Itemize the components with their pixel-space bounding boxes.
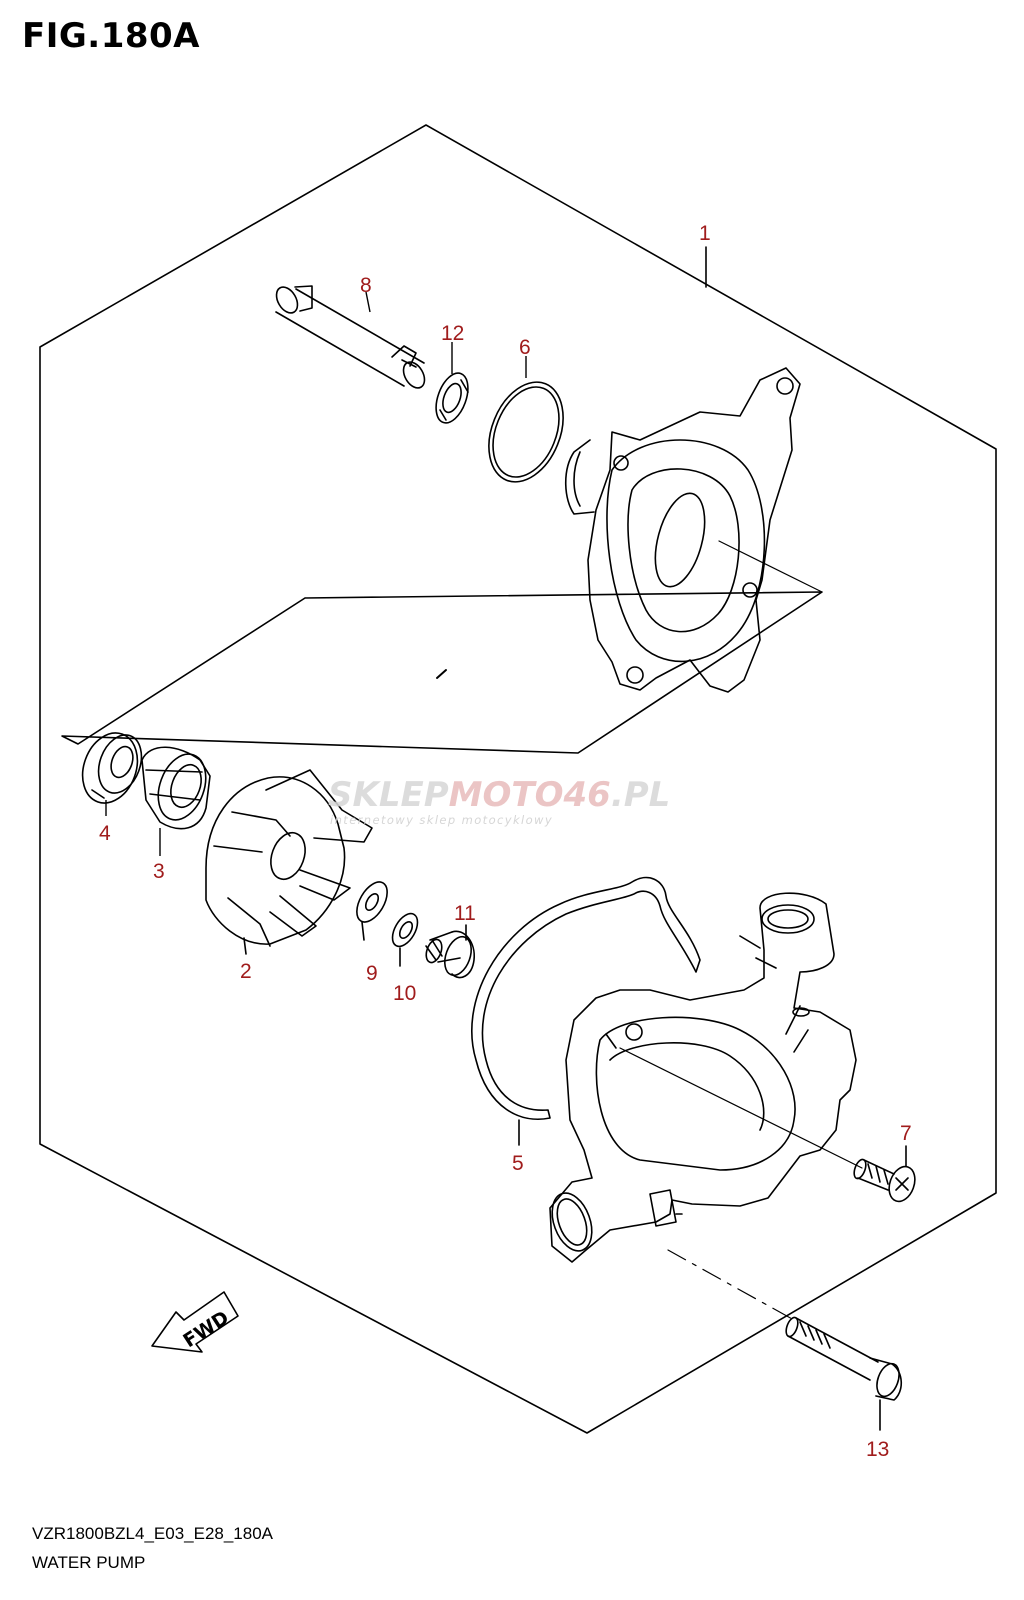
watermark-part2: MOTO — [449, 775, 564, 815]
callout-part-8: 8 — [360, 274, 372, 297]
figure-code: VZR1800BZL4_E03_E28_180A — [32, 1524, 274, 1543]
callout-part-3: 3 — [153, 860, 165, 883]
pump-housing — [549, 892, 863, 1321]
callout-part-9: 9 — [366, 962, 378, 985]
callout-part-12: 12 — [441, 322, 464, 345]
bolt-part-13 — [785, 1316, 903, 1431]
washer-part-10 — [391, 912, 419, 967]
watermark-part3: 46 — [563, 775, 611, 815]
watermark: SKLEPMOTO46.PL internetowy sklep motocyk… — [328, 775, 670, 827]
bolt-part-11 — [425, 924, 475, 979]
callout-part-11: 11 — [454, 902, 476, 925]
bearing-part-4 — [81, 732, 143, 804]
shaft-part — [275, 285, 426, 389]
bolt-part-7 — [853, 1145, 916, 1203]
cover-outline — [61, 591, 823, 754]
callout-part-6: 6 — [519, 336, 531, 359]
assembly-outline — [39, 124, 997, 1434]
washer-part-9 — [356, 881, 388, 941]
figure-title: FIG.180A — [22, 16, 200, 56]
callout-part-7: 7 — [900, 1122, 912, 1145]
callout-part-13: 13 — [866, 1438, 889, 1461]
gasket-part-5 — [471, 876, 701, 1146]
callout-part-1: 1 — [699, 222, 711, 245]
callout-part-10: 10 — [393, 982, 416, 1005]
pump-cover — [564, 367, 823, 693]
figure-name: WATER PUMP — [32, 1553, 146, 1572]
watermark-part1: SKLEP — [328, 775, 449, 815]
fwd-arrow — [151, 1291, 239, 1353]
watermark-part4: .PL — [611, 775, 671, 815]
svg-text:SKLEPMOTO46.PL: SKLEPMOTO46.PL — [328, 775, 670, 815]
callout-part-4: 4 — [99, 822, 111, 845]
mechanical-seal-part-3 — [141, 746, 211, 830]
o-ring-part-6 — [488, 381, 564, 483]
callout-part-5: 5 — [512, 1152, 524, 1175]
watermark-subtitle: internetowy sklep motocyklowy — [330, 813, 553, 827]
washer-part-12 — [435, 372, 469, 424]
impeller-part-2 — [205, 769, 373, 955]
callout-part-2: 2 — [240, 960, 252, 983]
